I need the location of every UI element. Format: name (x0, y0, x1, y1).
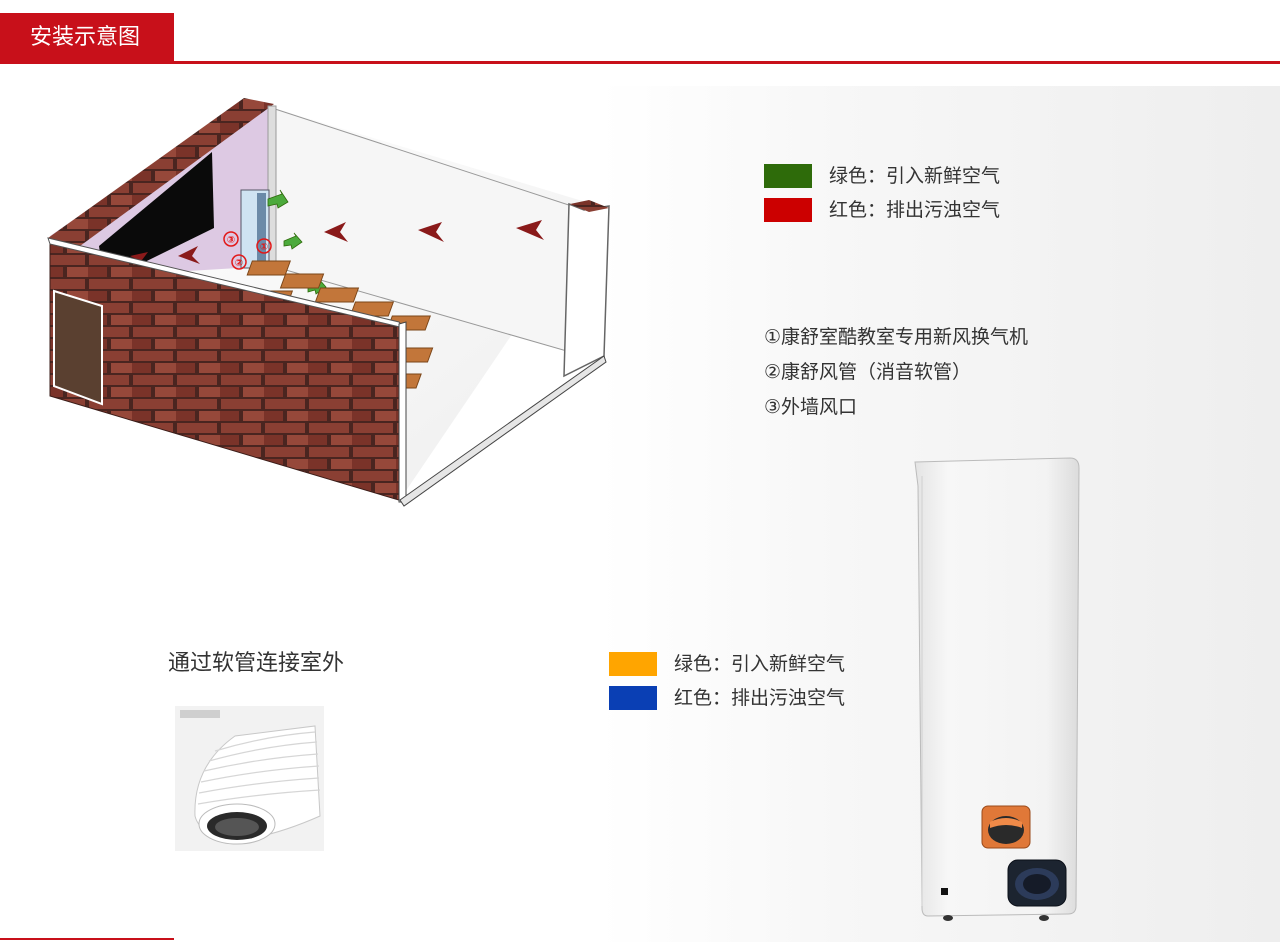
legend-label-fresh-air: 绿色：引入新鲜空气 (829, 165, 1001, 187)
description-vent: ③外墙风口 (764, 396, 858, 418)
description-unit: ①康舒室酷教室专用新风换气机 (764, 326, 1029, 348)
marker-unit: ① (260, 242, 268, 253)
ventilation-unit-photo (914, 457, 1080, 921)
legend-label-exhaust-air: 红色：排出污浊空气 (829, 199, 1001, 221)
marker-vent: ③ (227, 235, 235, 246)
header-divider (0, 61, 1280, 64)
hose-caption: 通过软管连接室外 (168, 651, 345, 676)
footer-divider (0, 938, 174, 940)
red-swatch (764, 198, 812, 222)
classroom-installation-illustration: ③ ① ② (47, 98, 610, 507)
legend-label-exhaust-air-2: 红色：排出污浊空气 (674, 687, 846, 709)
section-header-tab (0, 13, 174, 63)
section-title: 安装示意图 (30, 25, 141, 50)
blue-swatch (609, 686, 657, 710)
legend-label-fresh-air-2: 绿色：引入新鲜空气 (674, 653, 846, 675)
description-duct: ②康舒风管（消音软管） (764, 361, 972, 383)
orange-swatch (609, 652, 657, 676)
green-swatch (764, 164, 812, 188)
marker-duct: ② (235, 258, 243, 269)
flexible-duct-photo (175, 706, 324, 851)
